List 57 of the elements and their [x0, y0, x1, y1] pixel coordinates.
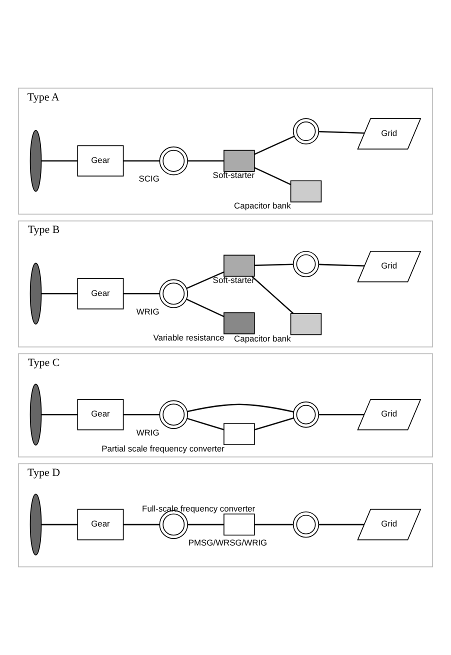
node-box [224, 312, 255, 334]
node-label: SCIG [138, 174, 160, 184]
connector [42, 160, 78, 162]
node-label: Capacitor bank [234, 200, 291, 211]
node-label: Capacitor bank [234, 333, 291, 344]
node-label: Full-scale frequency converter [142, 503, 256, 514]
node-box: Gear [77, 145, 124, 177]
connector [186, 272, 224, 289]
node-box: Gear [77, 398, 124, 430]
connector [252, 276, 294, 314]
connector [124, 160, 160, 162]
node-propeller [30, 384, 42, 446]
node-propeller [30, 262, 42, 325]
node-label: WRIG [136, 306, 160, 316]
node-box: Gear [77, 278, 124, 310]
node-circle [159, 279, 188, 308]
node-box [224, 254, 255, 277]
connector [318, 264, 364, 266]
node-label: PMSG/WRSG/WRIG [188, 537, 268, 548]
connector [42, 524, 78, 526]
connector [186, 298, 224, 318]
connector [124, 524, 160, 526]
connector [42, 414, 78, 416]
node-box: Gear [77, 508, 124, 540]
node-transformer [292, 250, 320, 278]
node-transformer [292, 402, 320, 428]
connector [188, 160, 224, 162]
node-transformer [292, 118, 320, 144]
node-label: Variable resistance [153, 332, 224, 343]
connector [318, 414, 364, 416]
node-label: Soft-starter [212, 275, 255, 286]
node-circle [159, 146, 188, 176]
node-transformer [292, 511, 320, 538]
node-box [224, 514, 255, 536]
connector [124, 293, 160, 294]
node-label: Soft-starter [212, 170, 255, 180]
connector [254, 264, 293, 266]
connector [254, 167, 291, 186]
node-box [224, 150, 255, 172]
connector [254, 417, 294, 430]
node-propeller [30, 130, 42, 192]
node-box [224, 423, 255, 446]
node-label: Partial scale frequency converter [102, 443, 224, 454]
connector [188, 524, 224, 526]
connector [42, 293, 78, 294]
connector [186, 418, 224, 430]
connector [254, 136, 294, 155]
connector [254, 524, 293, 526]
node-propeller [30, 494, 42, 556]
node-label: WRIG [136, 427, 160, 438]
connector [124, 414, 160, 416]
node-box [290, 180, 322, 202]
connector [318, 524, 364, 526]
connector [318, 131, 364, 134]
node-box [290, 313, 322, 336]
node-circle [159, 400, 188, 429]
connector [187, 404, 294, 412]
